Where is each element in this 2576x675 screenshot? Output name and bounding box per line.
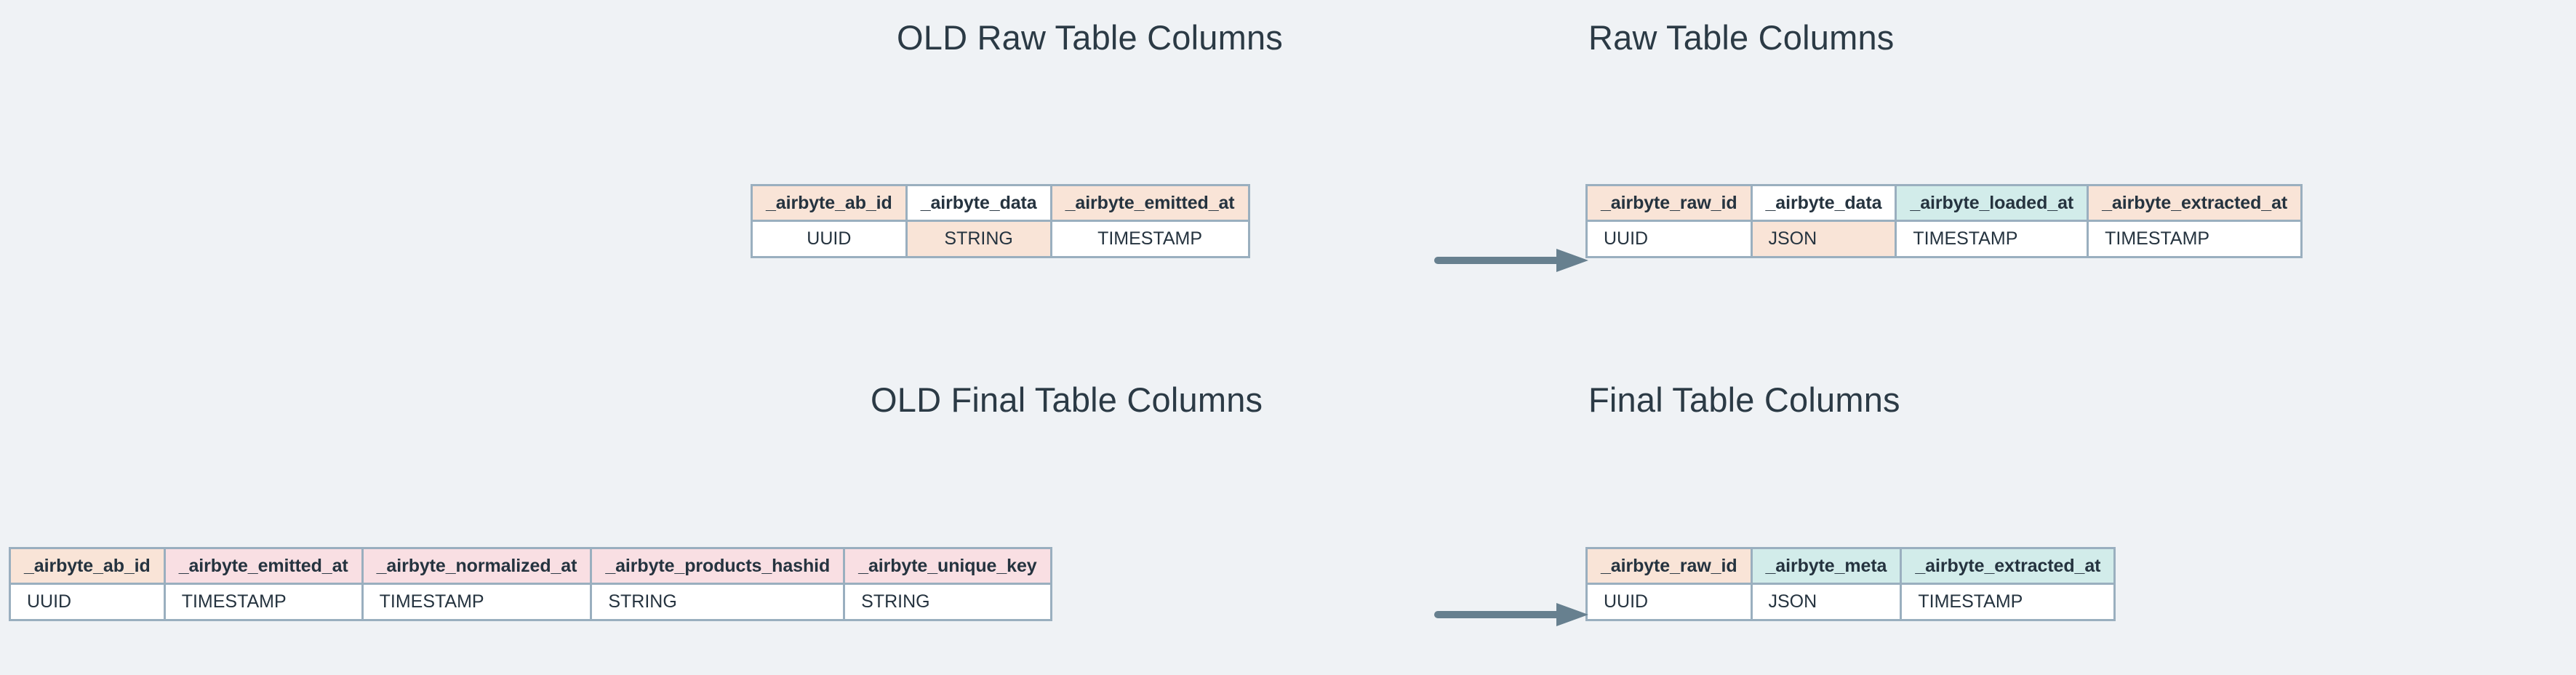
column-header-cell: _airbyte_loaded_at bbox=[1895, 184, 2089, 222]
column-header-cell: _airbyte_raw_id bbox=[1585, 184, 1753, 222]
column-type-cell: UUID bbox=[1585, 583, 1753, 621]
table-final-columns: _airbyte_raw_id_airbyte_meta_airbyte_ext… bbox=[1585, 547, 2116, 621]
column-type-cell: UUID bbox=[1585, 220, 1753, 258]
title-old-raw-table-columns: OLD Raw Table Columns bbox=[897, 18, 1283, 57]
title-raw-table-columns: Raw Table Columns bbox=[1588, 18, 1895, 57]
column-header-cell: _airbyte_raw_id bbox=[1585, 547, 1753, 585]
column-header-cell: _airbyte_emitted_at bbox=[1049, 184, 1250, 222]
column-type-cell: TIMESTAMP bbox=[361, 583, 593, 621]
column-header-cell: _airbyte_data bbox=[1750, 184, 1897, 222]
table-old-final-columns: _airbyte_ab_id_airbyte_emitted_at_airbyt… bbox=[9, 547, 1052, 621]
column-header-cell: _airbyte_data bbox=[905, 184, 1052, 222]
table-header-row: _airbyte_raw_id_airbyte_meta_airbyte_ext… bbox=[1585, 547, 2116, 585]
column-header-cell: _airbyte_ab_id bbox=[751, 184, 908, 222]
column-type-cell: TIMESTAMP bbox=[1895, 220, 2089, 258]
column-header-cell: _airbyte_emitted_at bbox=[163, 547, 364, 585]
column-type-cell: JSON bbox=[1750, 583, 1903, 621]
table-header-row: _airbyte_raw_id_airbyte_data_airbyte_loa… bbox=[1585, 184, 2303, 222]
title-old-final-table-columns: OLD Final Table Columns bbox=[871, 380, 1263, 419]
column-header-cell: _airbyte_products_hashid bbox=[590, 547, 846, 585]
column-type-cell: TIMESTAMP bbox=[163, 583, 364, 621]
table-header-row: _airbyte_ab_id_airbyte_data_airbyte_emit… bbox=[751, 184, 1250, 222]
column-type-cell: STRING bbox=[905, 220, 1052, 258]
table-old-raw-columns: _airbyte_ab_id_airbyte_data_airbyte_emit… bbox=[751, 184, 1250, 258]
column-header-cell: _airbyte_extracted_at bbox=[1900, 547, 2116, 585]
table-header-row: _airbyte_ab_id_airbyte_emitted_at_airbyt… bbox=[9, 547, 1052, 585]
final-migration-arrow-icon bbox=[1434, 600, 1588, 629]
column-header-cell: _airbyte_extracted_at bbox=[2087, 184, 2303, 222]
column-header-cell: _airbyte_normalized_at bbox=[361, 547, 593, 585]
column-header-cell: _airbyte_meta bbox=[1750, 547, 1903, 585]
column-type-cell: UUID bbox=[9, 583, 166, 621]
column-type-cell: STRING bbox=[843, 583, 1052, 621]
column-type-cell: STRING bbox=[590, 583, 846, 621]
column-header-cell: _airbyte_unique_key bbox=[843, 547, 1052, 585]
table-raw-columns: _airbyte_raw_id_airbyte_data_airbyte_loa… bbox=[1585, 184, 2303, 258]
column-type-cell: TIMESTAMP bbox=[1900, 583, 2116, 621]
column-type-cell: TIMESTAMP bbox=[1049, 220, 1250, 258]
column-type-cell: UUID bbox=[751, 220, 908, 258]
column-type-cell: TIMESTAMP bbox=[2087, 220, 2303, 258]
column-header-cell: _airbyte_ab_id bbox=[9, 547, 166, 585]
raw-migration-arrow-icon bbox=[1434, 246, 1588, 275]
column-type-cell: JSON bbox=[1750, 220, 1897, 258]
title-final-table-columns: Final Table Columns bbox=[1588, 380, 1900, 419]
